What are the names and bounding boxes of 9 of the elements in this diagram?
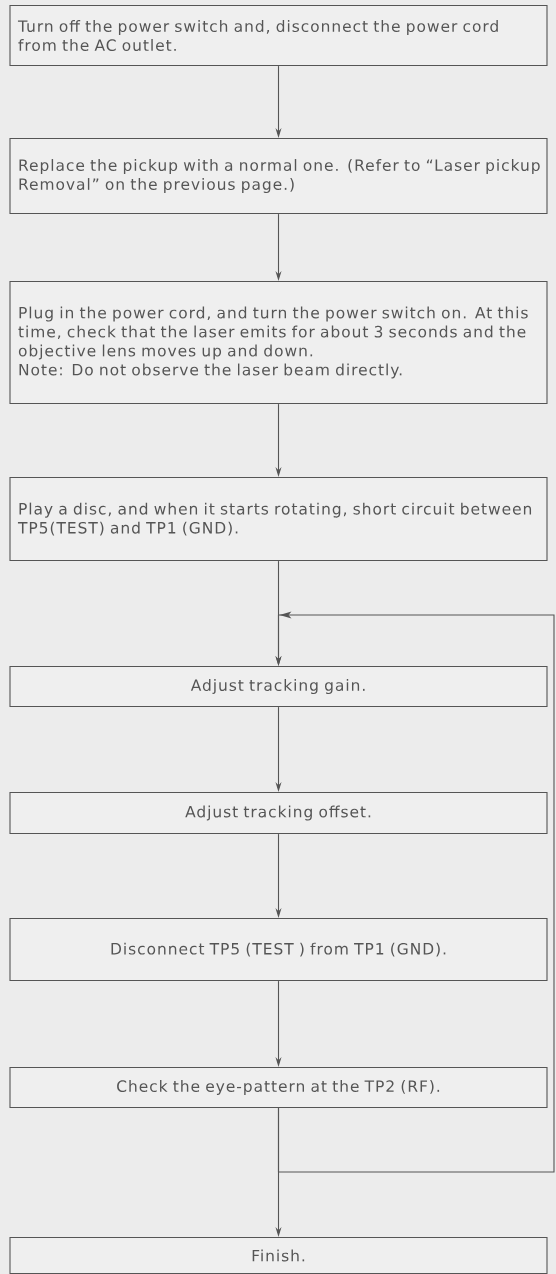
process-box: Play a disc, and when it starts rotating, short circuit between TP5(TEST) and TP1 (GND). xyxy=(9,477,548,562)
process-box: Adjust tracking offset. xyxy=(9,792,548,835)
process-box: Check the eye-pattern at the TP2 (RF). xyxy=(9,1067,548,1109)
process-box: Replace the pickup with a normal one. (Refer to “Laser pickup Removal” on the previous page.) xyxy=(9,138,548,215)
process-box: Plug in the power cord, and turn the power switch on. At this time, check that the laser emits for about 3 seconds and the objective lens moves up and down. Note: Do not observe the laser beam directly. xyxy=(9,281,548,405)
process-box: Disconnect TP5 (TEST ) from TP1 (GND). xyxy=(9,918,548,982)
process-box: Turn off the power switch and, disconnect the power cord from the AC outlet. xyxy=(9,5,548,67)
process-box: Adjust tracking gain. xyxy=(9,666,548,708)
process-box: Finish. xyxy=(9,1237,548,1274)
